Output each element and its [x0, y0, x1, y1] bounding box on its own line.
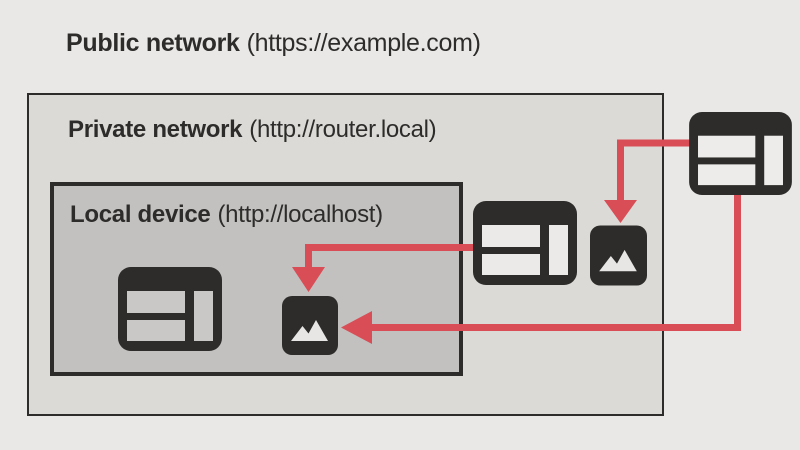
browser-window-icon [689, 112, 792, 195]
private-network-name: Private network [68, 116, 243, 143]
public-network-name: Public network [66, 29, 240, 57]
local-device-name: Local device [70, 201, 211, 228]
private-network-label: Private network(http://router.local) [68, 116, 437, 143]
local-device-url: (http://localhost) [217, 201, 383, 228]
public-network-label: Public network(https://example.com) [66, 29, 481, 58]
browser-window-icon [473, 201, 577, 285]
local-device-label: Local device(http://localhost) [70, 201, 383, 228]
image-icon [282, 296, 338, 355]
private-network-url: (http://router.local) [249, 116, 437, 143]
browser-window-icon [118, 267, 222, 351]
public-network-url: (https://example.com) [246, 29, 481, 57]
image-icon [590, 225, 647, 286]
